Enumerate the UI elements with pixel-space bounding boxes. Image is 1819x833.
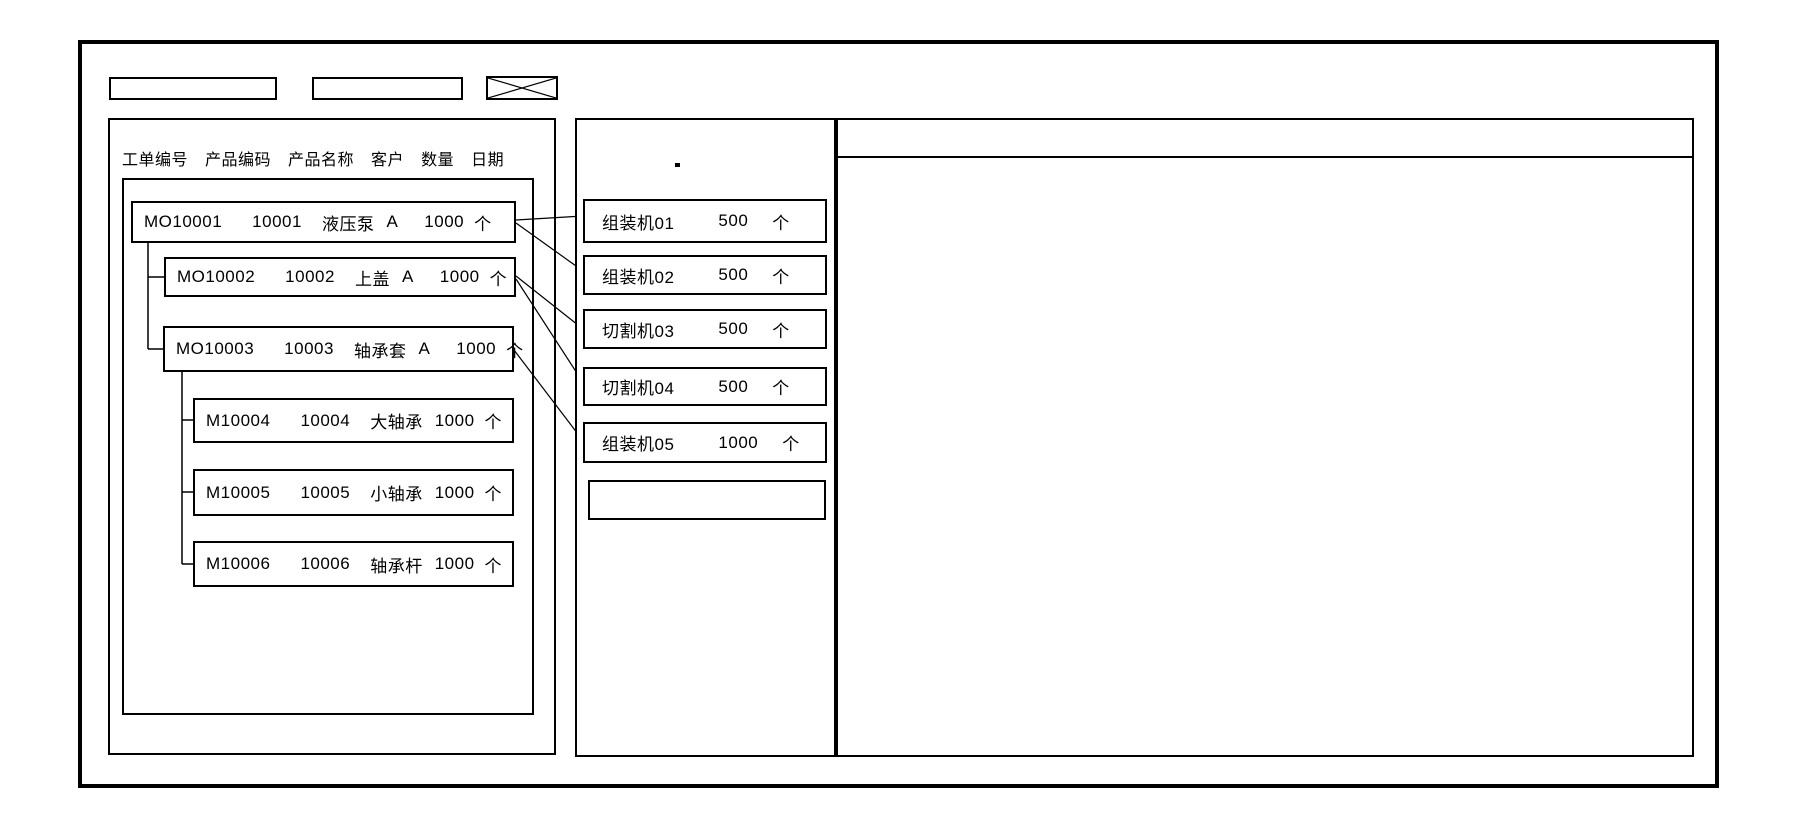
order-no: M10005 [206,482,271,502]
image-placeholder-icon [486,76,558,100]
product-code: 10002 [285,267,335,286]
unit: 个 [489,269,508,289]
machine-name: 组装机01 [602,213,675,233]
product-code: 10004 [300,410,351,430]
machine-qty: 500 [718,319,749,338]
order-card-m10006[interactable]: M10006 10006 轴承杆 1000 个 [193,541,514,587]
toolbar-field-1[interactable] [109,77,277,100]
unit: 个 [484,413,503,432]
order-no: MO10002 [177,267,256,286]
order-no: M10004 [206,410,271,430]
customer: A [401,267,414,286]
machine-card-04[interactable]: 切割机04 500 个 [583,367,827,406]
column-customer: 客户 [371,152,405,169]
machine-card-01[interactable]: 组装机01 500 个 [583,199,827,243]
product-code: 10006 [300,554,351,573]
machine-qty: 500 [718,265,749,284]
quantity: 1000 [434,482,475,502]
column-product-name: 产品名称 [288,152,355,169]
customer: A [418,339,431,358]
order-no: MO10001 [144,212,223,231]
product-name: 上盖 [354,269,390,289]
product-name: 大轴承 [370,413,423,432]
machine-card-03[interactable]: 切割机03 500 个 [583,309,827,349]
machine-card-02[interactable]: 组装机02 500 个 [583,255,827,295]
order-no: M10006 [206,554,271,573]
machine-qty: 500 [718,211,749,230]
quantity: 1000 [439,267,480,286]
machine-name: 切割机04 [602,379,675,398]
product-code: 10003 [284,339,334,358]
quantity: 1000 [424,212,465,231]
order-card-mo10003[interactable]: MO10003 10003 轴承套 A 1000 个 [163,326,523,372]
unit: 个 [474,214,492,234]
column-date: 日期 [471,152,505,169]
machine-card-05[interactable]: 组装机05 1000 个 [583,422,827,463]
order-card-mo10001[interactable]: MO10001 10001 液压泵 A 1000 个 [131,201,516,243]
order-column-header: 工单编号 产品编码 产品名称 客户 数量 日期 [122,146,504,170]
schedule-panel [836,118,1694,757]
quantity: 1000 [434,554,475,573]
quantity: 1000 [434,410,475,430]
product-code: 10001 [252,212,302,231]
machine-unit: 个 [772,321,790,341]
product-code: 10005 [300,482,351,502]
machine-unit: 个 [772,213,790,233]
machine-card-empty[interactable] [588,480,826,520]
machine-qty: 1000 [718,432,759,452]
machine-qty: 500 [718,376,749,396]
machine-panel-header-mark [675,163,680,167]
machine-unit: 个 [772,379,790,398]
column-order-no: 工单编号 [122,152,189,169]
column-qty: 数量 [421,152,455,169]
product-name: 轴承杆 [370,556,423,576]
order-card-mo10002[interactable]: MO10002 10002 上盖 A 1000 个 [164,257,516,297]
machine-name: 组装机02 [602,267,675,287]
schedule-panel-header-divider [836,156,1694,158]
machine-unit: 个 [782,435,800,454]
product-name: 小轴承 [370,485,423,504]
unit: 个 [484,485,503,504]
machine-name: 组装机05 [602,435,675,454]
unit: 个 [506,341,524,361]
order-card-m10005[interactable]: M10005 10005 小轴承 1000 个 [193,469,514,516]
customer: A [386,212,399,231]
x-cross-icon [488,78,556,98]
machine-unit: 个 [772,267,790,287]
column-product-code: 产品编码 [205,152,272,169]
unit: 个 [484,556,503,576]
order-no: MO10003 [176,339,255,358]
product-name: 轴承套 [353,341,407,361]
quantity: 1000 [456,339,497,358]
machine-name: 切割机03 [602,321,675,341]
order-card-m10004[interactable]: M10004 10004 大轴承 1000 个 [193,398,514,443]
product-name: 液压泵 [321,214,375,234]
toolbar-field-2[interactable] [312,77,463,100]
